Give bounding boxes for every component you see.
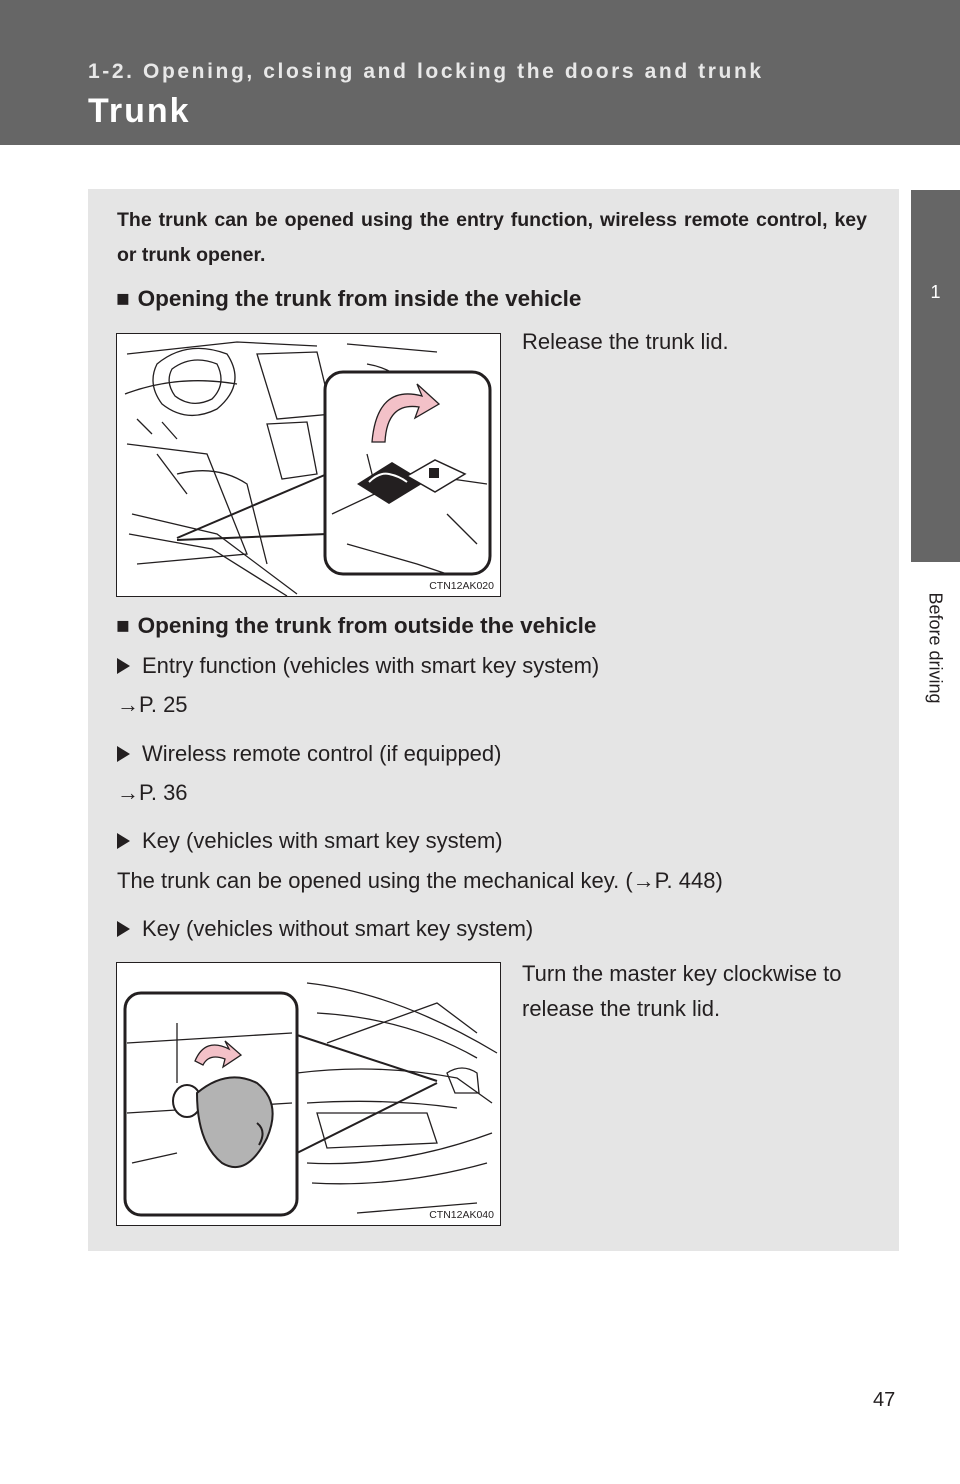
triangle-bullet-icon [117, 658, 130, 674]
item-entry-function: Entry function (vehicles with smart key … [117, 653, 599, 679]
intro-text: The trunk can be opened using the entry … [117, 209, 867, 266]
figure-inside-opener: CTN12AK020 [116, 333, 501, 597]
item-ref: →P. 25 [117, 692, 188, 717]
chapter-tab: 1 [911, 190, 960, 562]
figure-key-cylinder: CTN12AK040 [116, 962, 501, 1226]
item-key-smart: Key (vehicles with smart key system) [117, 828, 503, 854]
car-rear-illustration [123, 982, 498, 1217]
triangle-bullet-icon [117, 921, 130, 937]
section-title: 1-2. Opening, closing and locking the do… [88, 60, 764, 83]
car-interior-illustration [124, 341, 492, 597]
heading-inside: ■Opening the trunk from inside the vehic… [116, 286, 582, 311]
page-header: 1-2. Opening, closing and locking the do… [0, 0, 960, 145]
page-title: Trunk [88, 92, 191, 130]
triangle-bullet-icon [117, 746, 130, 762]
key-no-smart-text: Turn the master key clockwise to release… [522, 961, 842, 1021]
item-wireless-remote: Wireless remote control (if equipped) [117, 741, 501, 767]
content-panel: The trunk can be opened using the entry … [88, 189, 899, 1251]
item-key-no-smart: Key (vehicles without smart key system) [117, 916, 533, 942]
chapter-number: 1 [930, 282, 941, 302]
chapter-label: Before driving [925, 592, 946, 704]
page-number: 47 [873, 1389, 896, 1411]
figure-code: CTN12AK020 [429, 580, 494, 592]
item-ref: →P. 36 [117, 780, 188, 805]
inside-text: Release the trunk lid. [522, 329, 729, 354]
heading-outside: ■Opening the trunk from outside the vehi… [116, 613, 597, 638]
item-key-smart-text: The trunk can be opened using the mechan… [117, 868, 723, 893]
triangle-bullet-icon [117, 833, 130, 849]
chapter-tab-label-wrap: Before driving [911, 190, 960, 703]
figure-code: CTN12AK040 [429, 1209, 494, 1221]
square-bullet-icon: ■ [116, 286, 130, 311]
square-bullet-icon: ■ [116, 613, 130, 638]
